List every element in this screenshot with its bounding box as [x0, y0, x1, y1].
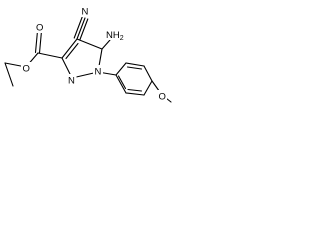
mask-carbonyl-o [34, 21, 45, 33]
amino-label-main: NH [106, 30, 120, 41]
methoxy-oxygen-label: O [159, 92, 166, 103]
pyrazole-n1-label: N [95, 67, 102, 78]
mask-nitrile-n [80, 4, 90, 17]
benzene-bond-2 [125, 62, 145, 67]
amino-bond [101, 39, 111, 50]
bonds [4, 16, 172, 103]
mask-ester-o [21, 62, 31, 74]
label-masks [21, 4, 167, 102]
carbonyl-double-bond-2 [34, 30, 39, 54]
benzene-bond-6 [115, 74, 127, 94]
ester-oxygen-label: O [23, 64, 30, 75]
benzene-bond-5 [125, 92, 145, 96]
mask-methoxy-o [157, 90, 167, 102]
ring-bond-c4-c5 [76, 38, 103, 50]
benzene-bond-2-inner [126, 66, 143, 70]
amino-group-label: NH2 [106, 30, 124, 42]
benzene-bond-1 [115, 62, 127, 76]
mask-n2 [66, 74, 77, 86]
chemical-structure-diagram: N NH2 O O N N O [4, 4, 172, 103]
amino-label-subscript: 2 [120, 35, 124, 42]
mask-n1 [93, 65, 103, 77]
ring-bond-c4-c3-outer [61, 38, 78, 59]
ethyl-bond-ch2-ch3 [4, 62, 14, 87]
ring-bond-c4-c3-inner [65, 42, 79, 60]
carbonyl-double-bond-1 [38, 30, 43, 54]
benzene-bond-3 [143, 65, 153, 82]
mask-amino [105, 27, 127, 40]
nitrile-nitrogen-label: N [82, 7, 89, 18]
nitrile-bond-1 [73, 16, 83, 39]
atom-labels: N NH2 O O N N O [23, 7, 166, 103]
benzene-bond-6-inner [117, 75, 127, 90]
nitrile-bond-3 [79, 18, 89, 41]
pyrazole-n2-label: N [68, 76, 75, 87]
ester-bond-c3-carbonyl [37, 52, 63, 59]
benzene-bond-4 [143, 80, 153, 96]
benzene-bond-5-inner [127, 88, 143, 92]
nitrile-bond-2 [76, 17, 86, 40]
carbonyl-oxygen-label: O [36, 23, 43, 34]
